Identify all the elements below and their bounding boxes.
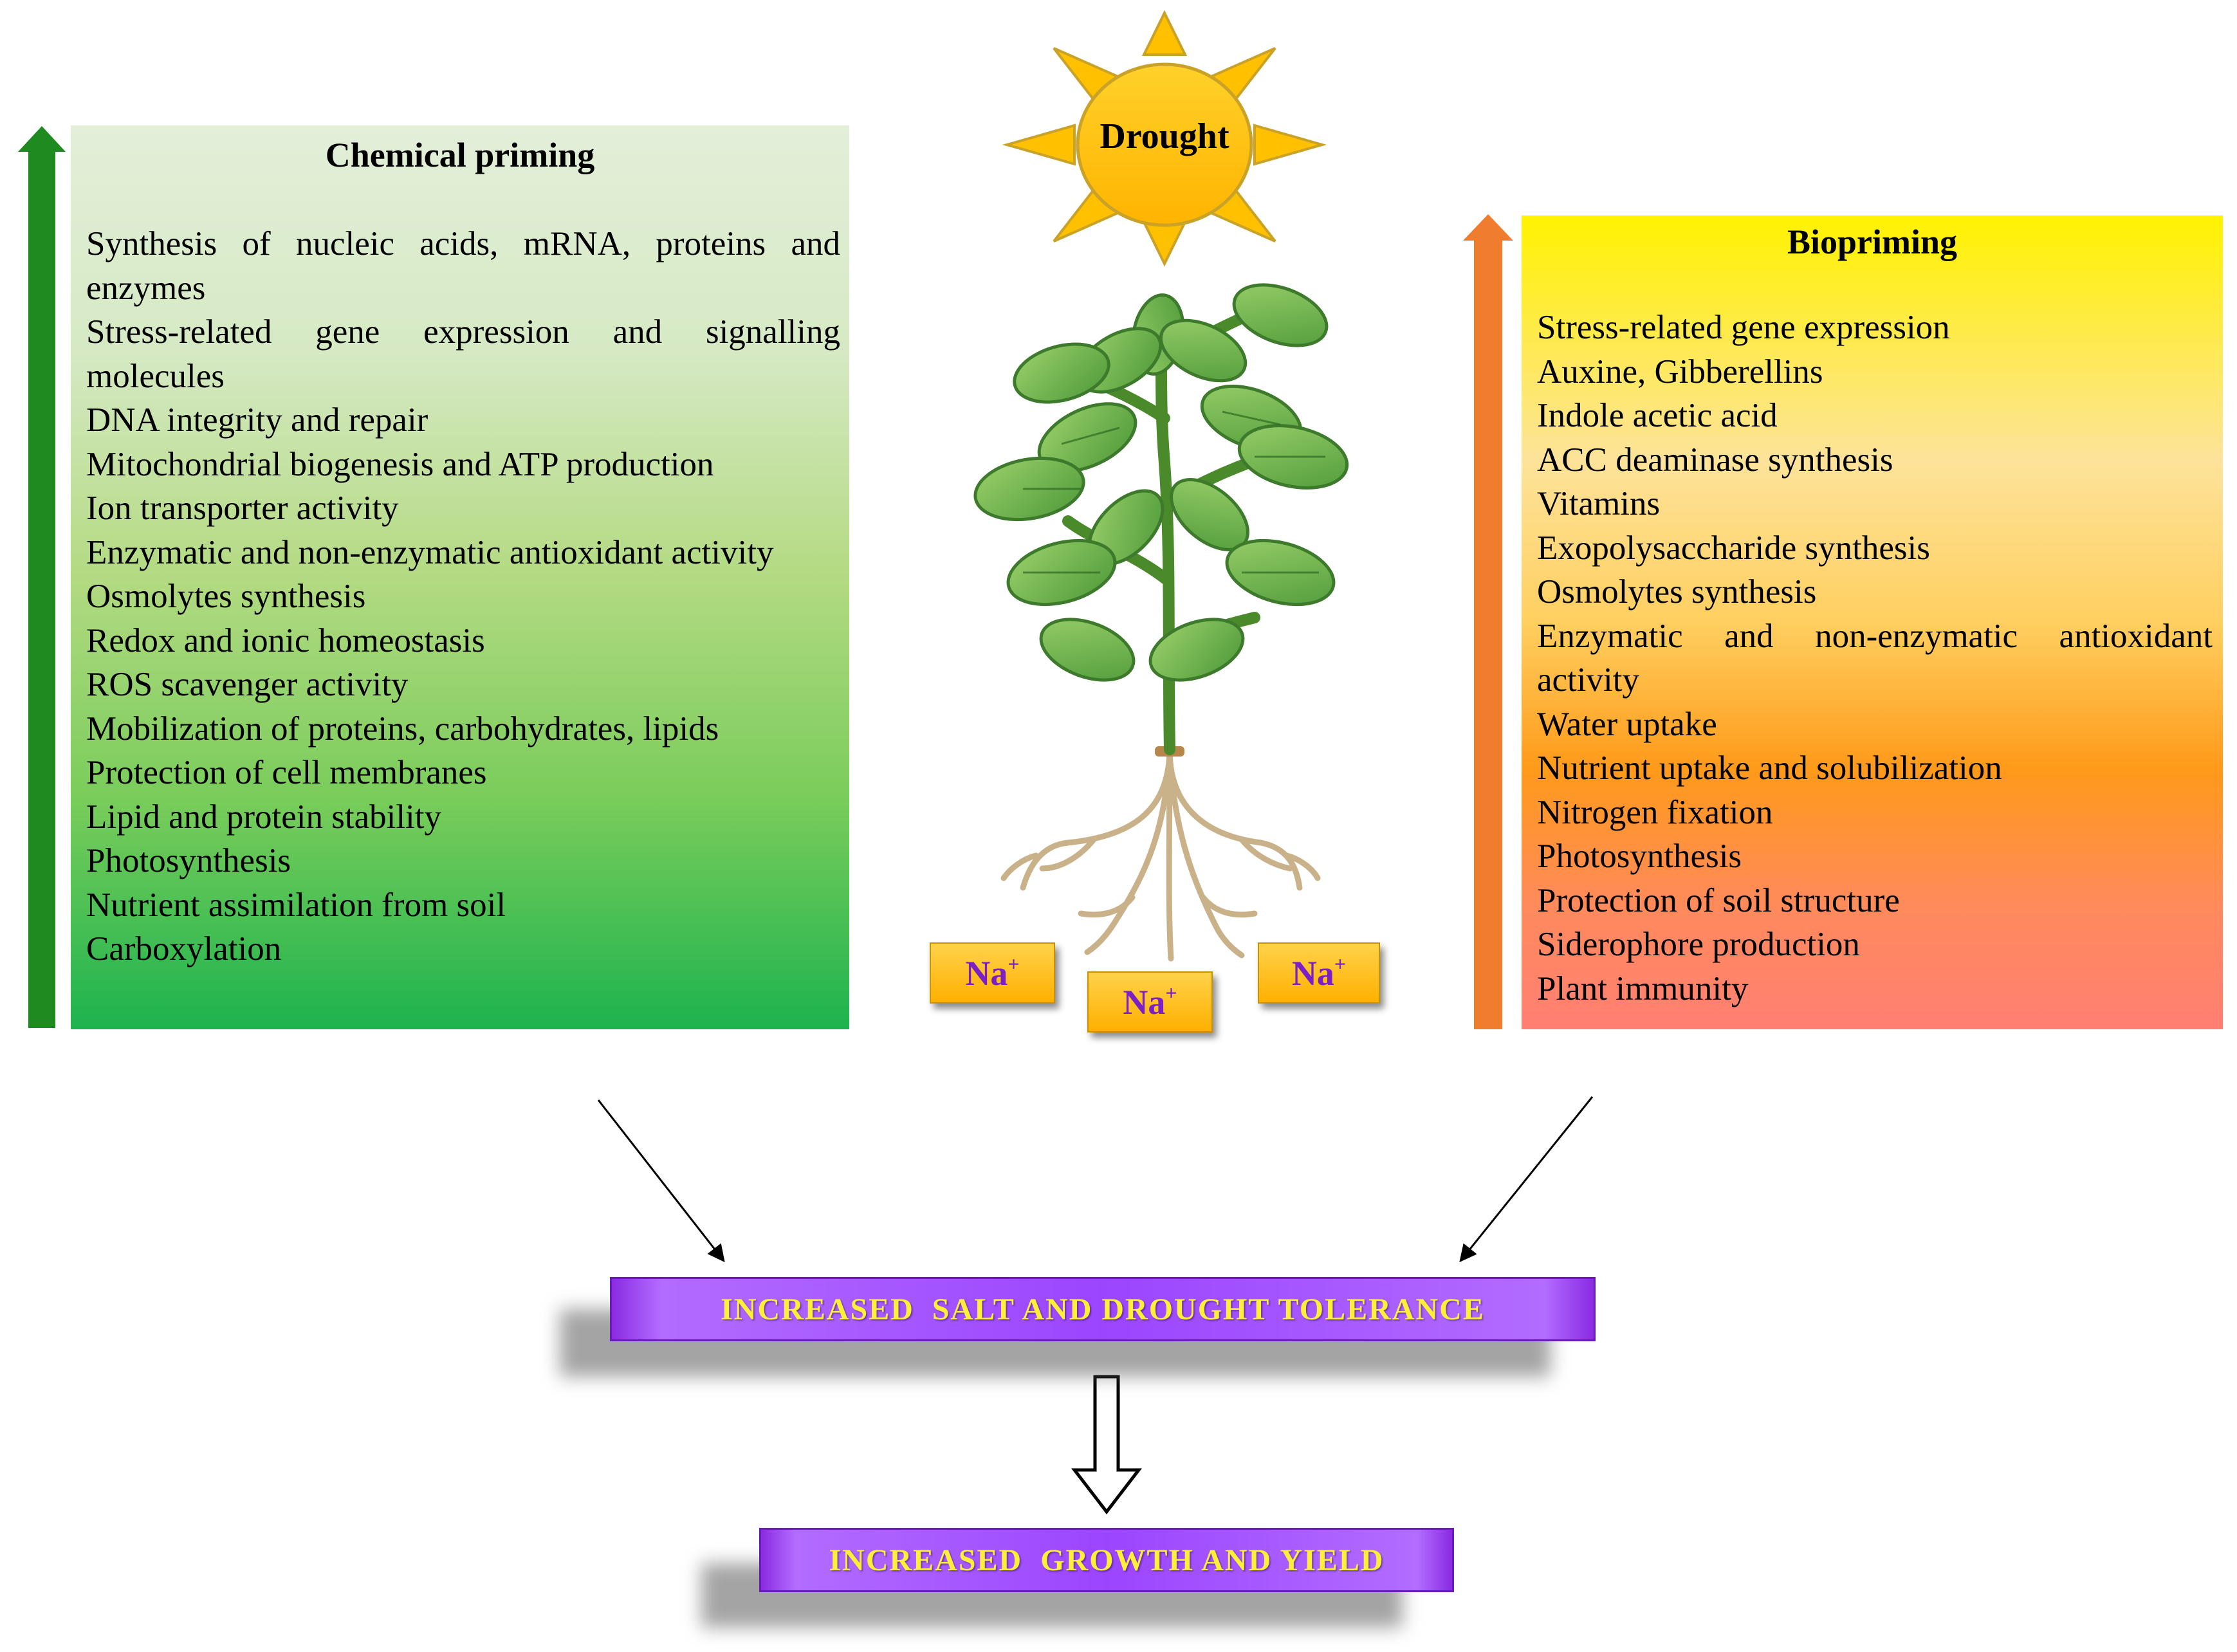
chemical-priming-item: Mobilization of proteins, carbohydrates,… [86,710,719,748]
tolerance-banner: INCREASED SALT AND DROUGHT TOLERANCE [610,1277,1596,1341]
drought-label: Drought [1100,116,1229,156]
chemical-priming-item: Lipid and protein stability [86,798,441,836]
biopriming-item: Osmolytes synthesis [1537,573,1817,610]
biopriming-item: Plant immunity [1537,969,1749,1007]
biopriming-item: Photosynthesis [1537,838,1742,875]
ion-charge: + [1334,952,1347,975]
sodium-ion-center: Na+ [1087,971,1213,1032]
chemical-priming-item: Carboxylation [86,930,282,968]
biopriming-item: ACC deaminase synthesis [1537,441,1893,479]
chemical-priming-list: Synthesis of nucleic acids, mRNA, protei… [86,222,840,971]
growth-banner: INCREASED GROWTH AND YIELD [759,1528,1454,1592]
biopriming-item: Auxine, Gibberellins [1537,353,1823,390]
biopriming-item: Nitrogen fixation [1537,793,1773,831]
chemical-priming-item: Stress-related gene expression and signa… [86,313,840,395]
chemical-priming-item: Osmolytes synthesis [86,578,366,615]
chemical-priming-item: Synthesis of nucleic acids, mRNA, protei… [86,225,840,307]
arrow-bio-to-tolerance [1459,1096,1594,1263]
chemical-priming-item: Protection of cell membranes [86,754,487,791]
ion-base: Na [1291,953,1334,993]
ion-charge: + [1165,981,1177,1004]
biopriming-item: Siderophore production [1537,926,1860,963]
chemical-priming-item: Nutrient assimilation from soil [86,886,506,924]
biopriming-item: Nutrient uptake and solubilization [1537,749,2002,787]
tolerance-text: INCREASED SALT AND DROUGHT TOLERANCE [721,1292,1485,1326]
ion-base: Na [1123,982,1166,1022]
hollow-down-arrow [1071,1375,1143,1515]
biopriming-item: Water uptake [1537,705,1717,743]
biopriming-item: Enzymatic and non-enzymatic antioxidant … [1537,617,2213,699]
chemical-priming-item: DNA integrity and repair [86,401,428,439]
sodium-ion-right: Na+ [1258,942,1380,1004]
biopriming-title: Biopriming [1787,223,1958,261]
chemical-priming-up-arrow [18,126,66,1028]
plant-roots [1000,749,1321,962]
chemical-priming-item: Enzymatic and non-enzymatic antioxidant … [86,533,774,571]
sodium-ion-left: Na+ [930,942,1055,1004]
biopriming-item: Indole acetic acid [1537,397,1778,434]
biopriming-item: Vitamins [1537,485,1661,522]
biopriming-item: Stress-related gene expression [1537,309,1950,346]
biopriming-panel: Biopriming Stress-related gene expressio… [1522,216,2223,1029]
chemical-priming-item: Photosynthesis [86,842,291,879]
chemical-priming-item: Ion transporter activity [86,490,399,527]
chemical-priming-title: Chemical priming [325,136,595,174]
arrow-chemical-to-tolerance [597,1099,725,1263]
chemical-priming-panel: Chemical priming Synthesis of nucleic ac… [71,125,849,1029]
ion-base: Na [965,953,1008,993]
ion-charge: + [1008,952,1020,975]
chemical-priming-item: Redox and ionic homeostasis [86,621,485,659]
biopriming-up-arrow [1463,214,1513,1029]
growth-text: INCREASED GROWTH AND YIELD [829,1543,1385,1577]
biopriming-item: Protection of soil structure [1537,881,1900,919]
chemical-priming-item: ROS scavenger activity [86,666,409,703]
chemical-priming-item: Mitochondrial biogenesis and ATP product… [86,445,714,483]
biopriming-item: Exopolysaccharide synthesis [1537,529,1930,567]
